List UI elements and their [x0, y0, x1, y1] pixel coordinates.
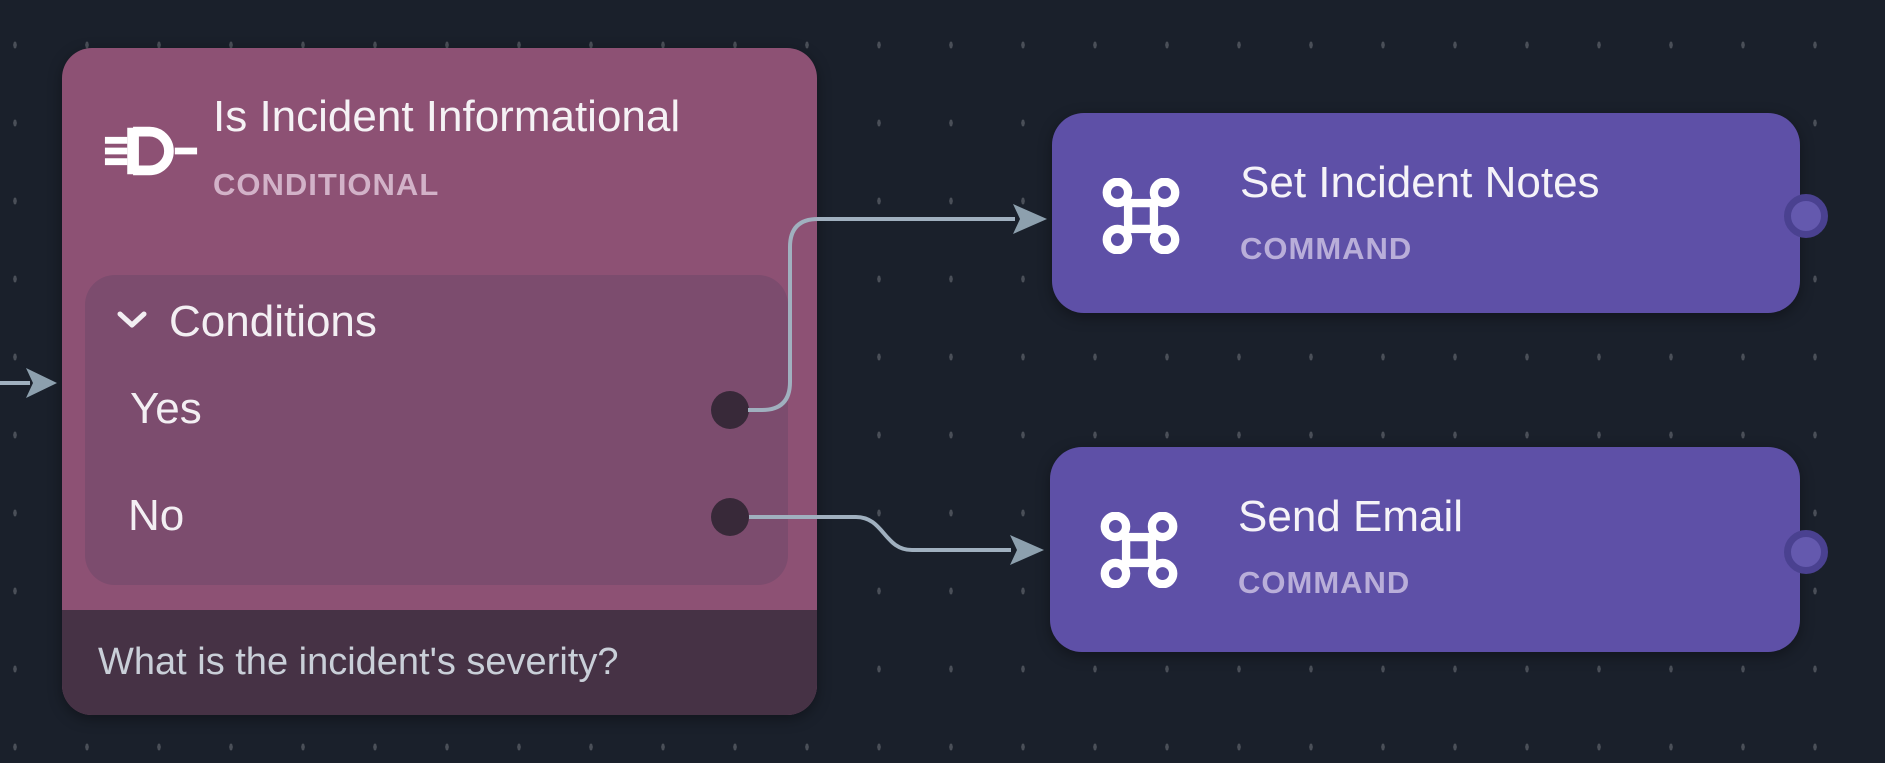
output-port[interactable]	[1784, 530, 1828, 574]
node-note-bar: What is the incident's severity?	[62, 610, 817, 715]
node-note-text: What is the incident's severity?	[98, 641, 619, 683]
arrowhead-yes	[1013, 204, 1047, 234]
node-type-label: CONDITIONAL	[213, 167, 440, 202]
command-icon	[1102, 177, 1180, 259]
node-type-label: COMMAND	[1238, 565, 1411, 600]
node-title: Set Incident Notes	[1240, 158, 1600, 207]
node-title: Send Email	[1238, 492, 1464, 541]
branch-label-yes[interactable]: Yes	[130, 384, 202, 433]
logic-gate-icon	[103, 122, 200, 185]
branch-label-no[interactable]: No	[128, 491, 185, 540]
conditions-panel: Conditions Yes No	[85, 275, 788, 585]
output-port[interactable]	[1784, 194, 1828, 238]
command-node-set-incident-notes[interactable]: Set Incident Notes COMMAND	[1052, 113, 1828, 313]
arrowhead-no	[1010, 535, 1044, 565]
arrowhead-incoming	[26, 368, 57, 398]
conditions-header-label: Conditions	[169, 297, 377, 346]
command-node-send-email[interactable]: Send Email COMMAND	[1050, 447, 1828, 652]
conditional-node[interactable]: Is Incident Informational CONDITIONAL Co…	[62, 48, 817, 715]
node-title: Is Incident Informational	[213, 92, 681, 141]
conditions-header[interactable]: Conditions	[117, 298, 377, 346]
chevron-down-icon[interactable]	[117, 310, 147, 334]
output-port-yes[interactable]	[711, 391, 749, 429]
output-port-no[interactable]	[711, 498, 749, 536]
node-type-label: COMMAND	[1240, 231, 1413, 266]
command-icon	[1100, 511, 1178, 593]
